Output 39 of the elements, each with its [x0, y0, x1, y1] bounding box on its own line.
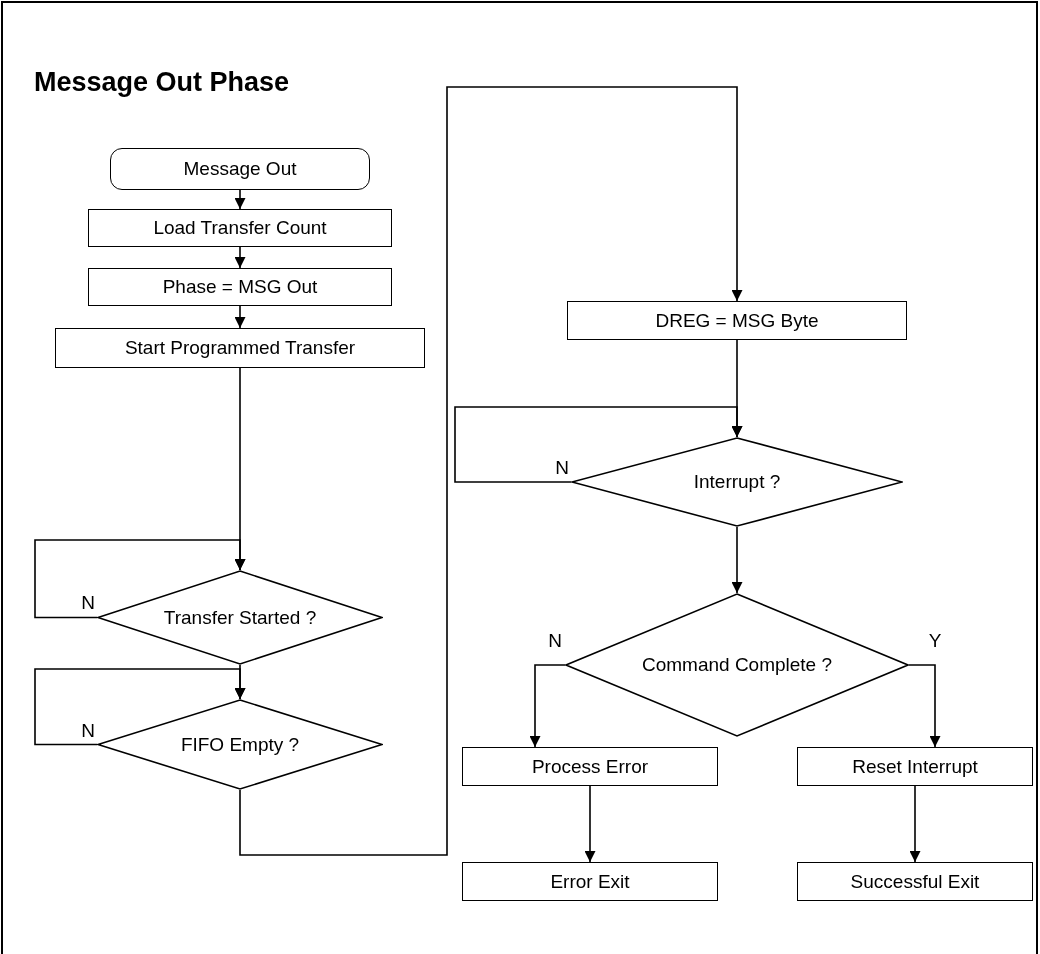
arrow	[34, 668, 246, 746]
process-box	[567, 301, 907, 340]
arrow	[909, 785, 921, 863]
decision-diamond	[97, 699, 383, 790]
arrow	[529, 664, 566, 748]
arrow	[454, 406, 743, 483]
decision-diamond	[97, 570, 383, 665]
node-label: Interrupt ?	[693, 470, 781, 494]
arrow	[34, 539, 246, 619]
process-box	[88, 268, 392, 306]
process-box	[797, 862, 1033, 901]
node-label: Load Transfer Count	[153, 216, 327, 240]
arrow	[234, 246, 246, 269]
arrow	[908, 664, 941, 748]
process-box	[55, 328, 425, 368]
arrow	[234, 189, 246, 210]
node-label: FIFO Empty ?	[180, 732, 300, 757]
node-label: Phase = MSG Out	[162, 275, 318, 299]
node-label: Error Exit	[550, 869, 630, 894]
process-box	[462, 747, 718, 786]
terminal-box	[110, 148, 370, 190]
node-label: Reset Interrupt	[852, 754, 978, 779]
node-label: Process Error	[531, 754, 649, 779]
process-box	[88, 209, 392, 247]
process-box	[797, 747, 1033, 786]
node-label: Transfer Started ?	[163, 605, 317, 630]
arrow	[584, 785, 596, 863]
arrow	[731, 526, 743, 594]
process-box	[462, 862, 718, 901]
node-label: Start Programmed Transfer	[124, 336, 356, 360]
node-label: Command Complete ?	[641, 653, 833, 677]
arrow	[234, 305, 246, 329]
node-label: Successful Exit	[850, 869, 980, 894]
node-label: Message Out	[183, 157, 297, 181]
node-label: DREG = MSG Byte	[655, 308, 819, 333]
diagram-title: Message Out Phase	[34, 66, 290, 99]
decision-diamond	[565, 593, 909, 737]
decision-diamond	[571, 437, 903, 527]
arrow	[239, 86, 743, 856]
